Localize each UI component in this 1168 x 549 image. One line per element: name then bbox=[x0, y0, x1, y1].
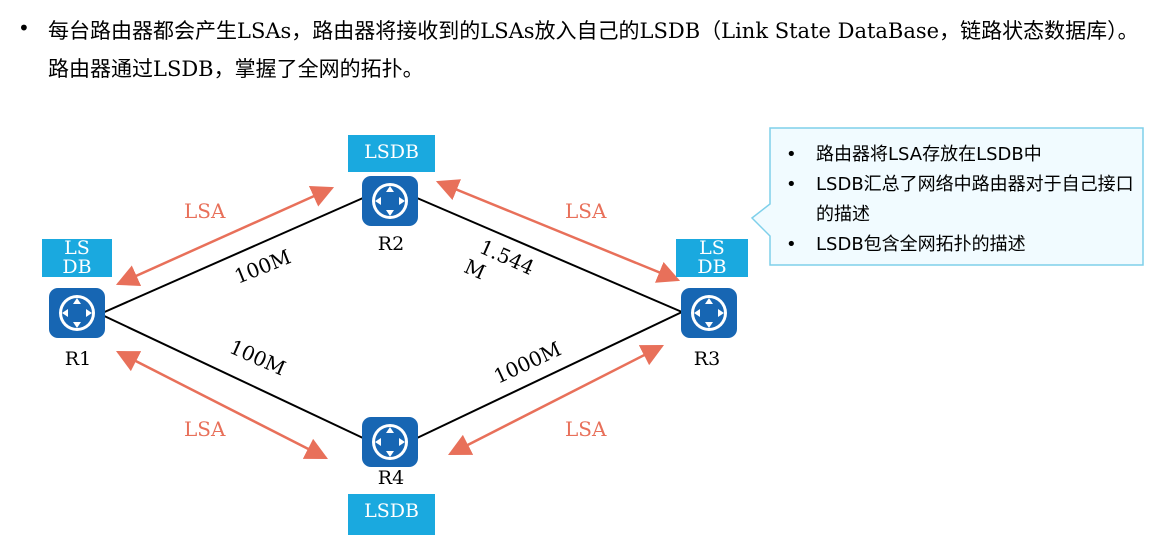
lsa-arrow-r2-r3 bbox=[435, 179, 681, 283]
link-label-r2-r3: 1.544 M bbox=[461, 235, 538, 285]
intro-text: 每台路由器都会产生LSAs，路由器将接收到的LSAs放入自己的LSDB（Link… bbox=[48, 19, 1139, 81]
lsa-label-top-left: LSA bbox=[184, 199, 226, 223]
link-r1-r2 bbox=[99, 197, 364, 315]
lsdb-tag-r1: LSDB bbox=[42, 239, 112, 277]
router-r4-icon bbox=[362, 417, 418, 467]
lsdb-tag-r4: LSDB bbox=[348, 494, 435, 535]
lsdb-tag-r2: LSDB bbox=[348, 135, 435, 172]
lsdb-tag-r3: LSDB bbox=[676, 239, 748, 277]
link-r2-r3 bbox=[416, 197, 683, 313]
intro-bullet: • bbox=[18, 16, 30, 40]
lsa-arrow-r1-r2 bbox=[115, 186, 335, 286]
lsa-label-bottom-right: LSA bbox=[565, 417, 607, 441]
router-r2-icon bbox=[362, 176, 418, 226]
callout-item: 路由器将LSA存放在LSDB中 bbox=[784, 140, 1139, 170]
router-r3-label: R3 bbox=[693, 348, 721, 370]
lsa-arrow-r1-r4 bbox=[115, 350, 329, 460]
callout-list: 路由器将LSA存放在LSDB中 LSDB汇总了网络中路由器对于自己接口的描述 L… bbox=[784, 140, 1139, 260]
lsa-label-bottom-left: LSA bbox=[184, 417, 226, 441]
router-r1-icon bbox=[49, 288, 105, 338]
router-r4-label: R4 bbox=[377, 467, 405, 489]
link-label-r1-r4: 100M bbox=[226, 335, 289, 381]
router-r1-label: R1 bbox=[64, 348, 92, 370]
callout-item: LSDB包含全网拓扑的描述 bbox=[784, 230, 1139, 260]
router-r3-icon bbox=[681, 288, 737, 338]
link-r1-r4 bbox=[99, 313, 364, 439]
link-label-r4-r3: 1000M bbox=[490, 337, 565, 389]
lsa-label-top-right: LSA bbox=[565, 199, 607, 223]
lsa-arrow-r4-r3 bbox=[447, 344, 665, 456]
link-r4-r3 bbox=[416, 311, 683, 439]
callout-item: LSDB汇总了网络中路由器对于自己接口的描述 bbox=[784, 170, 1139, 230]
router-r2-label: R2 bbox=[377, 233, 405, 255]
link-label-r2-r3-line1: 1.544 bbox=[476, 235, 538, 280]
